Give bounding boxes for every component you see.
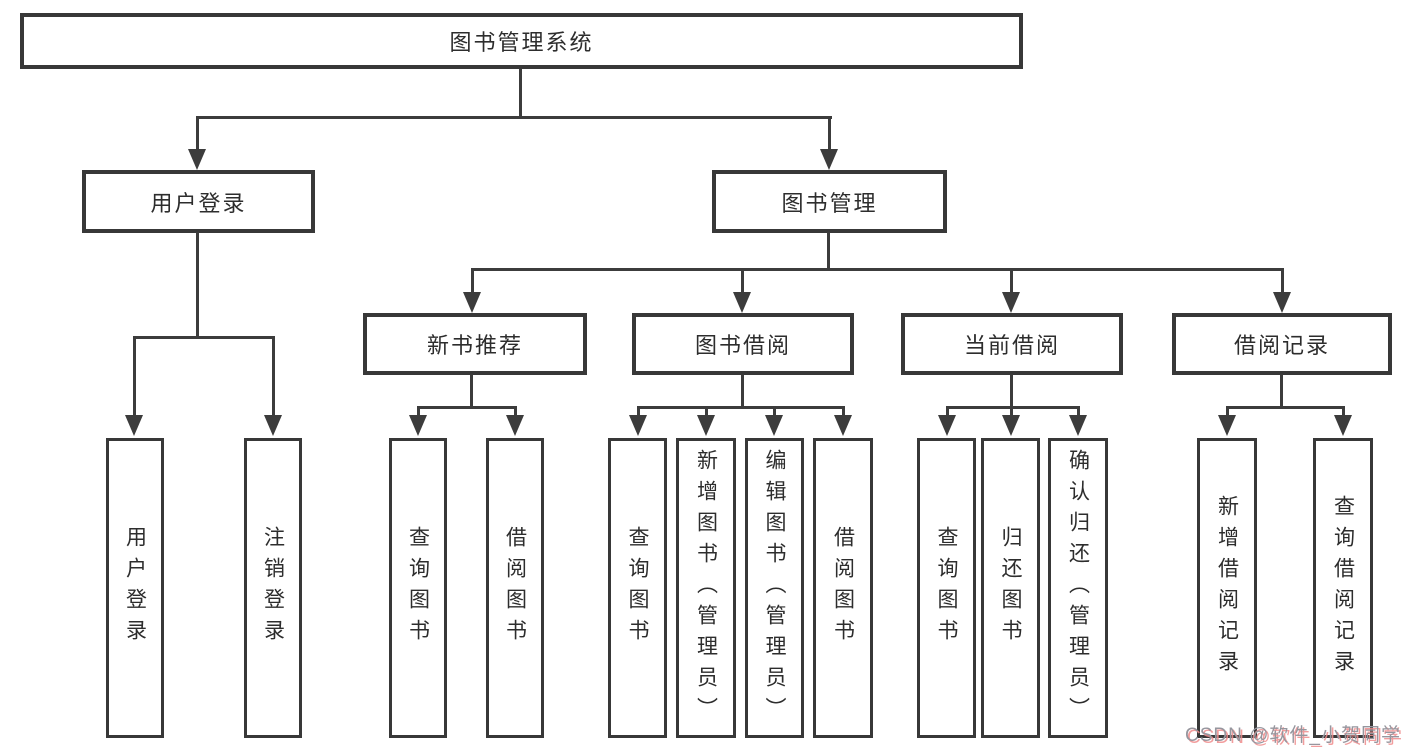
leaf-cb-confirm-return: 确认归还（管理员） (1048, 438, 1108, 738)
leaf-bb-query-book: 查询图书 (608, 438, 667, 738)
node-current-borrow-label: 当前借阅 (963, 333, 1060, 358)
node-book-borrow-label: 图书借阅 (694, 333, 791, 358)
node-book-manage: 图书管理 (712, 170, 947, 233)
arrow-to-current-borrow (1002, 268, 1020, 313)
connector-root-hline (197, 116, 832, 119)
arrow-to-leaf-cb-return (1002, 406, 1020, 436)
arrow-to-leaf-cb-query (938, 406, 956, 436)
arrow-to-leaf-br-query (1334, 406, 1352, 436)
connector-book-borrow-hline (637, 406, 845, 409)
leaf-nb-query-book: 查询图书 (389, 438, 447, 738)
leaf-cb-return-book-label: 归还图书 (999, 526, 1022, 650)
connector-book-borrow-stem (741, 374, 744, 408)
node-new-book: 新书推荐 (363, 313, 587, 375)
leaf-user-login: 用户登录 (106, 438, 164, 738)
leaf-bb-borrow-book: 借阅图书 (813, 438, 873, 738)
connector-book-manage-hline (471, 268, 1284, 271)
arrow-to-borrow-records (1273, 268, 1291, 313)
node-current-borrow: 当前借阅 (901, 313, 1123, 375)
connector-root-stem (519, 69, 522, 119)
node-user-login-label: 用户登录 (150, 190, 247, 216)
leaf-bb-edit-book-label: 编辑图书（管理员） (763, 448, 786, 728)
connector-current-borrow-stem (1010, 374, 1013, 408)
connector-borrow-records-stem (1280, 374, 1283, 408)
leaf-nb-borrow-book-label: 借阅图书 (503, 526, 527, 650)
leaf-logout-label: 注销登录 (261, 526, 285, 650)
leaf-logout: 注销登录 (244, 438, 302, 738)
leaf-cb-query-book-label: 查询图书 (935, 526, 958, 650)
leaf-br-query-record: 查询借阅记录 (1313, 438, 1373, 738)
leaf-br-add-record-label: 新增借阅记录 (1215, 495, 1239, 681)
leaf-nb-query-book-label: 查询图书 (406, 526, 430, 650)
node-book-manage-label: 图书管理 (781, 190, 878, 216)
leaf-bb-add-book: 新增图书（管理员） (676, 438, 736, 738)
arrow-to-leaf-br-add (1218, 406, 1236, 436)
arrow-to-leaf-nb-query (409, 406, 427, 436)
arrow-to-leaf-cb-confirm (1069, 406, 1087, 436)
arrow-to-leaf-user-login (125, 336, 143, 436)
arrow-to-leaf-nb-borrow (506, 406, 524, 436)
leaf-nb-borrow-book: 借阅图书 (486, 438, 544, 738)
csdn-watermark: CSDN @软件_小贺同学 (1185, 725, 1401, 746)
arrow-to-leaf-bb-edit (765, 406, 783, 436)
node-borrow-records-label: 借阅记录 (1233, 333, 1330, 358)
leaf-bb-edit-book: 编辑图书（管理员） (745, 438, 804, 738)
leaf-user-login-label: 用户登录 (123, 526, 147, 650)
node-user-login: 用户登录 (82, 170, 315, 233)
leaf-cb-confirm-return-label: 确认归还（管理员） (1066, 448, 1090, 728)
leaf-bb-query-book-label: 查询图书 (626, 526, 649, 650)
connector-new-book-hline (417, 406, 517, 409)
leaf-cb-return-book: 归还图书 (981, 438, 1040, 738)
arrow-to-leaf-logout (264, 336, 282, 436)
node-borrow-records: 借阅记录 (1172, 313, 1392, 375)
arrow-to-leaf-bb-borrow (834, 406, 852, 436)
leaf-bb-add-book-label: 新增图书（管理员） (694, 448, 718, 728)
connector-current-borrow-hline (946, 406, 1080, 409)
node-book-borrow: 图书借阅 (632, 313, 854, 375)
node-library-system-label: 图书管理系统 (449, 30, 594, 55)
leaf-bb-borrow-book-label: 借阅图书 (831, 526, 855, 650)
arrow-to-book-manage (820, 116, 838, 170)
connector-new-book-stem (470, 374, 473, 408)
connector-user-login-hline (133, 336, 275, 339)
leaf-br-add-record: 新增借阅记录 (1197, 438, 1257, 738)
arrow-to-user-login (188, 116, 206, 170)
arrow-to-new-book (463, 268, 481, 313)
node-library-system: 图书管理系统 (20, 13, 1023, 69)
node-new-book-label: 新书推荐 (426, 333, 523, 358)
arrow-to-leaf-bb-add (697, 406, 715, 436)
connector-borrow-records-hline (1226, 406, 1345, 409)
arrow-to-book-borrow (733, 268, 751, 313)
connector-book-manage-stem (827, 232, 830, 270)
leaf-cb-query-book: 查询图书 (917, 438, 976, 738)
arrow-to-leaf-bb-query (629, 406, 647, 436)
connector-user-login-stem (196, 232, 199, 338)
leaf-br-query-record-label: 查询借阅记录 (1331, 495, 1355, 681)
